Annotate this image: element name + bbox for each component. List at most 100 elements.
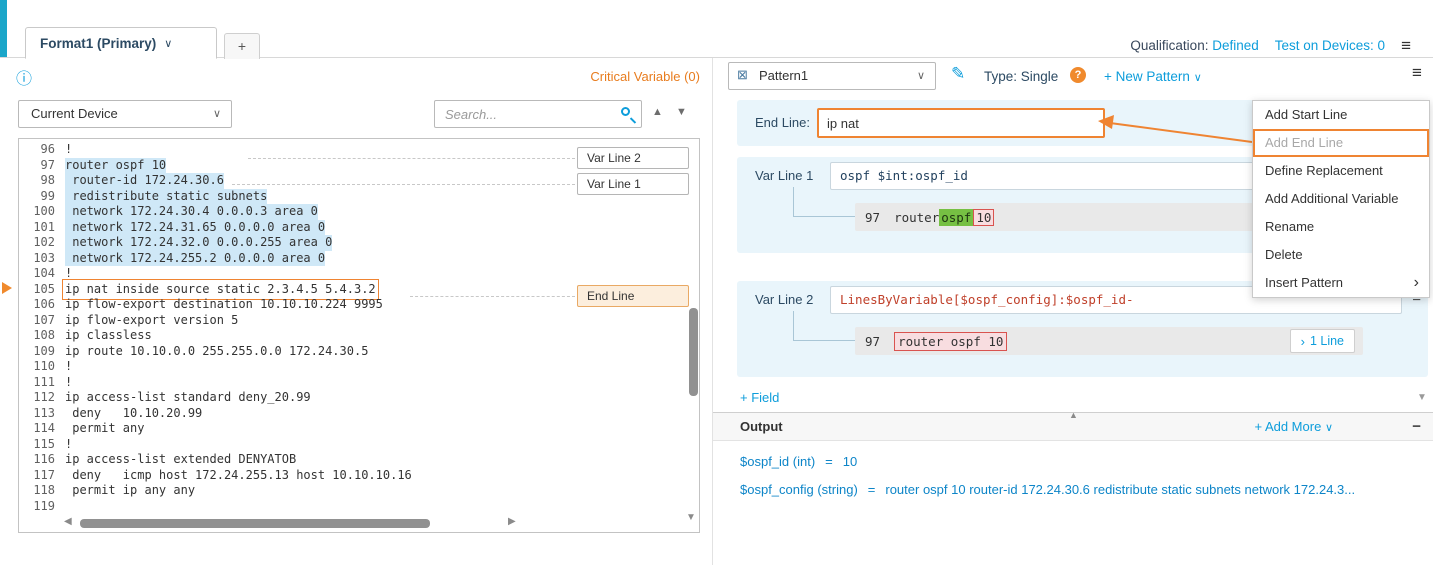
horizontal-scrollbar-thumb[interactable] bbox=[80, 519, 430, 528]
device-select[interactable]: Current Device ∨ bbox=[18, 100, 232, 128]
menu-item[interactable]: Add End Line › bbox=[1253, 129, 1429, 157]
chevron-down-icon: ∨ bbox=[1325, 422, 1333, 434]
menu-item[interactable]: Delete › bbox=[1253, 241, 1429, 269]
search-icon[interactable] bbox=[621, 107, 630, 116]
context-menu: Add Start Line › Add End Line › Define R… bbox=[1252, 100, 1430, 298]
output-var-name: $ospf_id (int) bbox=[740, 454, 815, 469]
scroll-right-icon[interactable]: ▶ bbox=[508, 516, 516, 527]
hamburger-menu-icon[interactable]: ≡ bbox=[1401, 37, 1411, 54]
add-more-label: + Add More bbox=[1254, 419, 1321, 434]
line-text: ip access-list extended DENYATOB bbox=[65, 452, 296, 468]
scroll-down-icon[interactable]: ▼ bbox=[686, 512, 696, 523]
end-line-input[interactable] bbox=[817, 108, 1105, 138]
line-number: 116 bbox=[23, 452, 55, 468]
menu-item[interactable]: Add Start Line › bbox=[1253, 101, 1429, 129]
panel-scroll-down-icon[interactable]: ▼ bbox=[1417, 392, 1427, 403]
var-line-2-match-row: 97 router ospf 10 › 1 Line bbox=[855, 327, 1363, 355]
line-text: ip route 10.10.0.0 255.255.0.0 172.24.30… bbox=[65, 344, 368, 360]
tag-end-line[interactable]: End Line bbox=[577, 285, 689, 307]
line-text: network 172.24.30.4 0.0.0.3 area 0 bbox=[65, 204, 318, 220]
tag-var-line-2[interactable]: Var Line 2 bbox=[577, 147, 689, 169]
menu-item-label: Rename bbox=[1265, 219, 1314, 234]
code-line[interactable]: 119 bbox=[19, 499, 699, 515]
add-field-link[interactable]: + Field bbox=[740, 390, 779, 405]
code-line[interactable]: 113 deny 10.10.20.99 bbox=[19, 406, 699, 422]
line-number: 109 bbox=[23, 344, 55, 360]
edit-pencil-icon[interactable]: ✎ bbox=[951, 64, 965, 84]
output-equals: = bbox=[825, 454, 833, 469]
code-line[interactable]: 109 ip route 10.10.0.0 255.255.0.0 172.2… bbox=[19, 344, 699, 360]
add-tab-button[interactable]: + bbox=[224, 33, 260, 59]
line-text: router ospf 10 bbox=[65, 158, 166, 174]
line-text: ! bbox=[65, 142, 72, 158]
minimize-icon[interactable]: − bbox=[1412, 413, 1421, 440]
code-line[interactable]: 108 ip classless bbox=[19, 328, 699, 344]
new-pattern-link[interactable]: + New Pattern ∨ bbox=[1104, 69, 1202, 84]
left-edge-accent bbox=[0, 0, 7, 57]
expand-lines-label: 1 Line bbox=[1310, 334, 1344, 348]
code-line[interactable]: 112 ip access-list standard deny_20.99 bbox=[19, 390, 699, 406]
topbar-right: Qualification: Defined Test on Devices: … bbox=[1130, 37, 1411, 54]
search-next-icon[interactable]: ▼ bbox=[676, 106, 687, 118]
scroll-left-icon[interactable]: ◀ bbox=[64, 516, 72, 527]
line-text: permit any bbox=[65, 421, 144, 437]
output-rows: $ospf_id (int)=10 $ospf_config (string)=… bbox=[713, 454, 1433, 497]
code-line[interactable]: 114 permit any bbox=[19, 421, 699, 437]
code-line[interactable]: 101 network 172.24.31.65 0.0.0.0 area 0 bbox=[19, 220, 699, 236]
pattern-select[interactable]: ⊠ Pattern1 ∨ bbox=[728, 62, 936, 90]
code-line[interactable]: 117 deny icmp host 172.24.255.13 host 10… bbox=[19, 468, 699, 484]
chevron-down-icon: ∨ bbox=[917, 63, 925, 89]
code-line[interactable]: 107 ip flow-export version 5 bbox=[19, 313, 699, 329]
menu-item[interactable]: Add Additional Variable › bbox=[1253, 185, 1429, 213]
tree-connector bbox=[793, 187, 855, 217]
pattern-type-label: Type: Single bbox=[984, 69, 1058, 84]
output-var-value: router ospf 10 router-id 172.24.30.6 red… bbox=[885, 482, 1355, 497]
var-line-1-label[interactable]: Var Line 1 bbox=[755, 168, 813, 183]
code-line[interactable]: 102 network 172.24.32.0 0.0.0.255 area 0 bbox=[19, 235, 699, 251]
code-line[interactable]: 118 permit ip any any bbox=[19, 483, 699, 499]
output-title: Output bbox=[740, 413, 783, 440]
line-number: 118 bbox=[23, 483, 55, 499]
code-line[interactable]: 115 ! bbox=[19, 437, 699, 453]
critical-variable-link[interactable]: Critical Variable (0) bbox=[590, 69, 700, 84]
tab-format1[interactable]: Format1 (Primary) ∨ bbox=[25, 27, 217, 59]
test-on-devices-link[interactable]: Test on Devices: 0 bbox=[1275, 38, 1385, 53]
line-number: 104 bbox=[23, 266, 55, 282]
line-text: router-id 172.24.30.6 bbox=[65, 173, 224, 189]
expand-chevron-icon: › bbox=[1301, 334, 1305, 349]
code-line[interactable]: 100 network 172.24.30.4 0.0.0.3 area 0 bbox=[19, 204, 699, 220]
line-text: ip nat inside source static 2.3.4.5 5.4.… bbox=[65, 282, 376, 298]
menu-item[interactable]: Rename › bbox=[1253, 213, 1429, 241]
collapse-up-icon[interactable]: ▲ bbox=[1069, 410, 1078, 420]
code-line[interactable]: 104 ! bbox=[19, 266, 699, 282]
line-number: 113 bbox=[23, 406, 55, 422]
vertical-scrollbar-thumb[interactable] bbox=[689, 308, 698, 396]
code-line[interactable]: 116 ip access-list extended DENYATOB bbox=[19, 452, 699, 468]
search-box bbox=[434, 100, 642, 128]
code-line[interactable]: 103 network 172.24.255.2 0.0.0.0 area 0 bbox=[19, 251, 699, 267]
search-input[interactable] bbox=[435, 101, 611, 127]
expand-lines-button[interactable]: › 1 Line bbox=[1290, 329, 1355, 353]
info-icon[interactable]: ⓘ bbox=[16, 65, 32, 89]
line-text: ip access-list standard deny_20.99 bbox=[65, 390, 311, 406]
search-previous-icon[interactable]: ▲ bbox=[652, 106, 663, 118]
line-number: 117 bbox=[23, 468, 55, 484]
code-line[interactable]: 111 ! bbox=[19, 375, 699, 391]
qualification-defined-link[interactable]: Defined bbox=[1212, 38, 1259, 53]
pattern-hamburger-icon[interactable]: ≡ bbox=[1412, 64, 1422, 81]
code-line[interactable]: 110 ! bbox=[19, 359, 699, 375]
tree-connector bbox=[793, 311, 855, 341]
help-icon[interactable]: ? bbox=[1070, 67, 1086, 83]
output-var-value: 10 bbox=[843, 454, 857, 469]
new-pattern-label: + New Pattern bbox=[1104, 69, 1190, 84]
add-more-link[interactable]: + Add More ∨ bbox=[1254, 413, 1333, 442]
tag-var-line-1[interactable]: Var Line 1 bbox=[577, 173, 689, 195]
output-header: Output ▲ + Add More ∨ − bbox=[713, 412, 1433, 441]
line-text: network 172.24.32.0 0.0.0.255 area 0 bbox=[65, 235, 332, 251]
var-line-2-label[interactable]: Var Line 2 bbox=[755, 292, 813, 307]
menu-item[interactable]: Insert Pattern › bbox=[1253, 269, 1429, 297]
line-number: 96 bbox=[23, 142, 55, 158]
line-text: deny 10.10.20.99 bbox=[65, 406, 202, 422]
output-body: $ospf_id (int)=10 $ospf_config (string)=… bbox=[713, 441, 1433, 565]
menu-item[interactable]: Define Replacement › bbox=[1253, 157, 1429, 185]
